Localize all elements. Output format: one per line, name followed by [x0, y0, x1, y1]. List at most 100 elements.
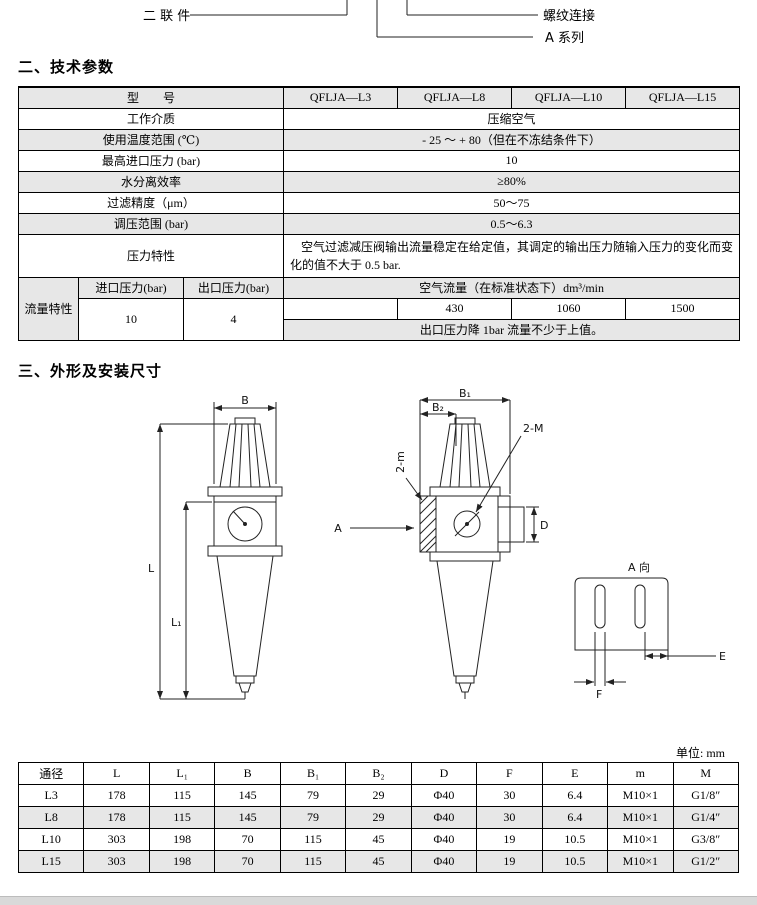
dim-label-L1: L₁ — [171, 616, 182, 629]
dims-cell: 6.4 — [541, 806, 609, 829]
dims-row: L3 178 115 145 79 29 Φ40 30 6.4 M10×1 G1… — [17, 784, 740, 807]
lower-flange — [429, 551, 501, 562]
dims-cell: 79 — [279, 806, 347, 829]
spec-row-flow-note: 出口压力降 1bar 流量不少于上值。 — [19, 318, 741, 341]
knob-ridge — [247, 423, 252, 488]
spec-flow-inlet-label: 进口压力(bar) — [78, 276, 184, 299]
spec-model-value: QFLJA—L3 — [283, 86, 399, 109]
top-flange — [207, 486, 283, 497]
spec-row: 水分离效率 ≥80% — [17, 170, 741, 193]
dims-cell: 198 — [148, 828, 216, 851]
dims-header-row: 通径 L L₁ B B₁ B₂ D F E m M — [17, 762, 740, 785]
dims-header: m — [607, 762, 674, 785]
dims-header: B₁ — [279, 762, 347, 785]
dims-cell: 10.5 — [541, 850, 609, 873]
dim-label-F: F — [596, 688, 602, 701]
dims-cell: M10×1 — [607, 784, 674, 807]
view-label-A-direction: A 向 — [628, 560, 650, 574]
dims-cell: 145 — [214, 806, 281, 829]
dims-cell: 115 — [148, 784, 216, 807]
adjust-knob — [439, 423, 491, 488]
dims-row: L15 303 198 70 115 45 Φ40 19 10.5 M10×1 … — [17, 850, 740, 873]
dims-cell: Φ40 — [410, 828, 478, 851]
spec-row-flow-values: 10 4 430 1060 1500 — [19, 297, 741, 341]
hatch-line — [419, 527, 437, 545]
dims-cell: L15 — [17, 850, 85, 873]
dims-header: F — [476, 762, 543, 785]
hatch-line — [419, 517, 437, 535]
spec-flow-header: 空气流量（在标准状态下）dm³/min — [283, 276, 741, 299]
spec-flow-value — [283, 297, 399, 320]
dims-cell: 79 — [279, 784, 347, 807]
dims-header: D — [410, 762, 478, 785]
dimension-drawings: B L L₁ B₁ B₂ 2-M 2-m A D A 向 E F — [148, 388, 726, 701]
dims-cell: 29 — [345, 806, 412, 829]
knob-ridge — [449, 423, 457, 488]
dims-header: M — [672, 762, 740, 785]
spec-row-label: 工作介质 — [17, 107, 285, 130]
dims-cell: 145 — [214, 784, 281, 807]
dims-cell: 30 — [476, 806, 543, 829]
spec-row-label: 过滤精度（μm） — [17, 191, 285, 214]
drain-valve — [458, 682, 472, 693]
knob-ridge — [473, 423, 481, 488]
spec-flow-value: 1060 — [511, 297, 627, 320]
dims-cell: 19 — [476, 828, 543, 851]
dims-cell: 10.5 — [541, 828, 609, 851]
spec-flow-label: 流量特性 — [18, 276, 79, 341]
hatch-line — [425, 541, 437, 553]
spec-model-value: QFLJA—L10 — [511, 86, 627, 109]
dims-cell: G1/4″ — [672, 806, 740, 829]
dims-cell: 29 — [345, 784, 412, 807]
spec-model-value: QFLJA—L15 — [625, 86, 741, 109]
port-hole — [453, 510, 481, 538]
dims-cell: 115 — [279, 850, 347, 873]
dims-cell: Φ40 — [410, 806, 478, 829]
dims-cell: 19 — [476, 850, 543, 873]
leader-2M — [475, 435, 522, 513]
dims-cell: 115 — [148, 806, 216, 829]
spec-row-flow-header: 流量特性 进口压力(bar) 出口压力(bar) 空气流量（在标准状态下）dm³… — [18, 276, 741, 341]
dims-cell: 178 — [83, 784, 150, 807]
dims-cell: 70 — [214, 828, 281, 851]
spec-row: 工作介质 压缩空气 — [17, 107, 741, 130]
spec-flow-inlet-value: 10 — [78, 297, 184, 341]
drain-valve — [238, 682, 252, 693]
hatch-line — [419, 497, 437, 515]
filter-bowl — [436, 560, 494, 677]
dims-header: E — [541, 762, 609, 785]
dims-cell: M10×1 — [607, 828, 674, 851]
spec-row-model: 型 号 QFLJA—L3 QFLJA—L8 QFLJA—L10 QFLJA—L1… — [17, 86, 741, 109]
dims-header: B₂ — [345, 762, 412, 785]
dims-cell: 30 — [476, 784, 543, 807]
spec-flow-outlet-label: 出口压力(bar) — [182, 276, 285, 299]
spec-row-label: 最高进口压力 (bar) — [17, 149, 285, 172]
spec-model-value: QFLJA—L8 — [397, 86, 513, 109]
filter-bowl — [216, 555, 274, 677]
spec-flow-value: 1500 — [625, 297, 741, 320]
view-label-A: A — [334, 522, 342, 535]
dims-cell: L8 — [17, 806, 85, 829]
hatch-line — [419, 535, 437, 553]
centerline — [454, 511, 480, 537]
dims-row: L8 178 115 145 79 29 Φ40 30 6.4 M10×1 G1… — [17, 806, 740, 829]
spec-flow-note: 出口压力降 1bar 流量不少于上值。 — [283, 318, 741, 341]
dims-cell: M10×1 — [607, 850, 674, 873]
dimensions-table: 通径 L L₁ B B₁ B₂ D F E m M L3 178 115 145… — [17, 762, 740, 873]
dims-cell: Φ40 — [410, 784, 478, 807]
spec-row-value: 50～75 — [283, 191, 741, 214]
spec-pressure-label: 压力特性 — [17, 233, 285, 278]
spec-flow-value: 430 — [397, 297, 513, 320]
spec-row-value: - 25 ～ + 80（但在不冻结条件下） — [283, 128, 741, 151]
knob-cap — [234, 417, 256, 425]
spec-model-label: 型 号 — [17, 86, 285, 109]
lower-flange — [207, 545, 283, 557]
spec-row: 最高进口压力 (bar) 10 — [17, 149, 741, 172]
drain-body — [235, 675, 255, 684]
dims-header: B — [214, 762, 281, 785]
dim-label-L: L — [148, 562, 155, 575]
label-thread-conn: 螺纹连接 — [543, 8, 595, 24]
front-view-drawing — [157, 402, 283, 700]
spec-row-value: 压缩空气 — [283, 107, 741, 130]
spec-row-value: 10 — [283, 149, 741, 172]
